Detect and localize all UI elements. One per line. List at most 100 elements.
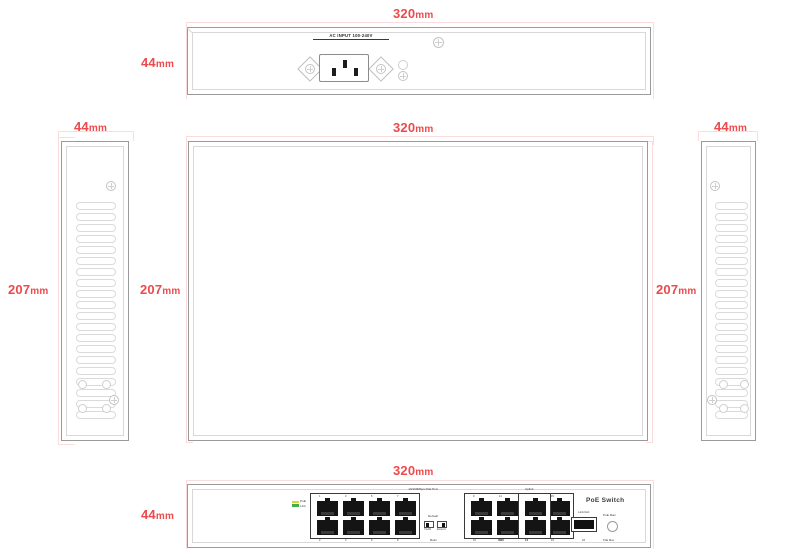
right-depth-value: 44 xyxy=(714,119,729,134)
front-depth-unit: mm xyxy=(155,511,175,522)
rear-bevel-tl xyxy=(187,28,193,33)
rj45-slot-12 xyxy=(500,531,515,534)
rj45-slot-1 xyxy=(320,512,335,515)
left-mount-hole-1 xyxy=(78,380,87,389)
right-depth-dimension: 44mm xyxy=(714,120,747,134)
rj45-tab-5 xyxy=(376,498,382,502)
front-width-unit: mm xyxy=(415,467,434,478)
port-label-15: 15 xyxy=(551,495,555,498)
chassis-screw-lower xyxy=(398,71,408,81)
rj45-port-16[interactable] xyxy=(549,517,570,535)
sfp-port-number-label: 18 xyxy=(582,539,586,542)
ac-pin-neutral xyxy=(354,68,358,76)
right-side-panel xyxy=(701,141,756,441)
default-button-label: Default xyxy=(428,514,439,518)
uplink-port-group[interactable] xyxy=(518,493,551,539)
led-legend xyxy=(292,501,299,507)
port-label-8: 8 xyxy=(397,539,399,542)
link-led-indicator xyxy=(292,504,299,507)
rear-width-dimension: 320mm xyxy=(393,7,433,21)
rj45-port-4[interactable] xyxy=(343,517,364,535)
rj45-port-12[interactable] xyxy=(497,517,518,535)
rj45-tab-18 xyxy=(532,517,538,521)
rj45-slot-7 xyxy=(398,512,413,515)
rj45-tab-10 xyxy=(478,517,484,521)
rj45-slot-4 xyxy=(346,531,361,534)
dip-switch-vlan-toggle xyxy=(426,523,429,527)
rear-depth-value: 44 xyxy=(141,55,156,70)
rj45-port-5[interactable] xyxy=(369,498,390,516)
right-depth-unit: mm xyxy=(728,123,748,134)
top-width-dimension: 320mm xyxy=(393,121,433,135)
dip-vlan-label: VLAN xyxy=(424,528,432,531)
rj45-port-2[interactable] xyxy=(317,517,338,535)
right-side-screw-lower xyxy=(707,395,717,405)
top-width-value: 320 xyxy=(393,120,416,135)
rj45-port-6[interactable] xyxy=(369,517,390,535)
front-width-bracket xyxy=(186,480,654,549)
poe-max-indicator xyxy=(607,521,618,532)
rj45-uplink-port-17[interactable] xyxy=(525,498,546,516)
sfp-module-slot[interactable] xyxy=(571,517,597,532)
rear-depth-dimension: 44mm xyxy=(141,56,174,70)
port-label-6: 6 xyxy=(371,539,373,542)
poe-ports-header: 10/100Mbps PoE Port xyxy=(408,487,438,491)
top-height-dimension-right: 207mm xyxy=(656,283,696,297)
left-side-panel xyxy=(61,141,129,441)
left-side-screw-lower xyxy=(109,395,119,405)
rj45-tab-11 xyxy=(504,498,510,502)
uplink-header: Uplink xyxy=(525,487,534,491)
rj45-port-1[interactable] xyxy=(317,498,338,516)
front-depth-dimension: 44mm xyxy=(141,508,174,522)
rj45-port-3[interactable] xyxy=(343,498,364,516)
left-depth-bracket xyxy=(58,131,134,141)
top-height-value-right: 207 xyxy=(656,282,679,297)
dip-switch-vlan[interactable] xyxy=(424,521,434,528)
ground-symbol xyxy=(398,60,408,70)
rj45-port-9[interactable] xyxy=(471,498,492,516)
top-width-bracket xyxy=(186,136,654,145)
front-depth-value: 44 xyxy=(141,507,156,522)
rj45-tab-12 xyxy=(504,517,510,521)
right-side-screw-upper xyxy=(710,181,720,191)
rj45-uplink-port-18[interactable] xyxy=(525,517,546,535)
port-label-14: 14 xyxy=(525,539,529,542)
port-label-4: 4 xyxy=(345,539,347,542)
rear-width-bracket xyxy=(186,22,654,99)
rj45-slot-16 xyxy=(552,531,567,534)
rj45-slot-15 xyxy=(552,512,567,515)
left-height-value: 207 xyxy=(8,282,31,297)
ac-pin-live xyxy=(332,68,336,76)
rj45-port-8[interactable] xyxy=(395,517,416,535)
dip-switch-extend[interactable] xyxy=(437,521,447,528)
port-label-11: 11 xyxy=(499,495,502,498)
left-side-vent-group xyxy=(76,202,116,422)
top-view-panel xyxy=(188,141,648,441)
rj45-slot-5 xyxy=(372,512,387,515)
top-height-dimension-left: 207mm xyxy=(140,283,180,297)
rj45-port-15[interactable] xyxy=(549,498,570,516)
left-height-bracket xyxy=(58,137,75,445)
led-legend-link-label: Link xyxy=(300,504,306,508)
port-group-a[interactable] xyxy=(310,493,420,539)
rj45-tab-4 xyxy=(350,517,356,521)
ac-pin-earth xyxy=(343,60,347,68)
rj45-port-10[interactable] xyxy=(471,517,492,535)
port-label-9: 9 xyxy=(473,495,475,498)
port-label-12: 12 xyxy=(499,539,503,542)
rj45-tab-17 xyxy=(532,498,538,502)
rj45-tab-8 xyxy=(402,517,408,521)
rj45-tab-9 xyxy=(478,498,484,502)
right-mount-hole-3 xyxy=(719,404,728,413)
rj45-tab-1 xyxy=(324,498,330,502)
right-side-inner-edge xyxy=(706,146,751,436)
left-height-unit: mm xyxy=(30,286,49,297)
rj45-port-11[interactable] xyxy=(497,498,518,516)
front-panel: PoE Link 10/100Mbps PoE Port xyxy=(187,484,651,548)
rear-panel: AC INPUT 100-240V xyxy=(187,27,651,95)
left-depth-value: 44 xyxy=(74,119,89,134)
power-status-label: PWR xyxy=(498,539,505,542)
left-height-dimension: 207mm xyxy=(8,283,48,297)
rj45-port-7[interactable] xyxy=(395,498,416,516)
left-depth-unit: mm xyxy=(88,123,108,134)
